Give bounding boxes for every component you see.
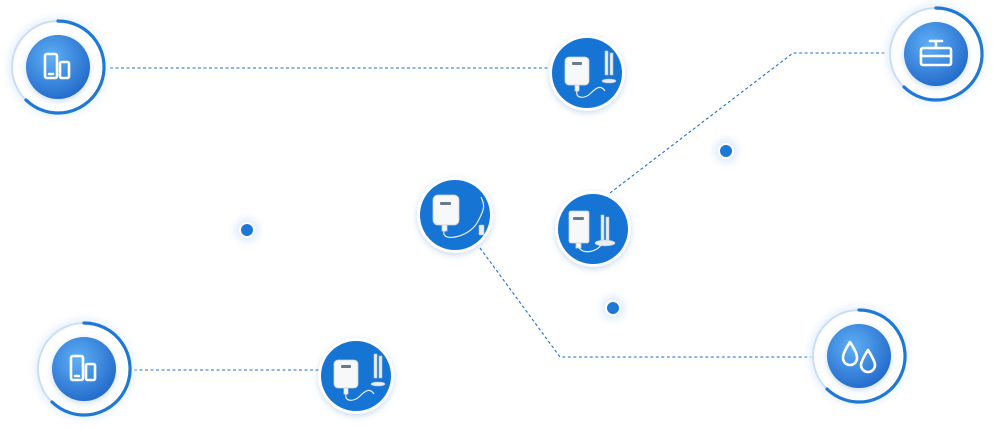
phone-tablet-icon — [43, 52, 71, 80]
pipe-valve-icon — [919, 39, 953, 67]
device-center — [417, 177, 493, 253]
connectors — [110, 52, 886, 371]
hub-top-left — [8, 17, 108, 117]
phone-tablet-icon — [69, 354, 97, 382]
sensor-with-cable-icon — [432, 194, 485, 239]
sensor-with-stand-icon — [568, 210, 616, 253]
hub-bottom-right — [809, 306, 909, 406]
sensor-with-probe-icon — [564, 50, 617, 98]
device-right — [555, 191, 631, 267]
hub-top-right — [886, 4, 986, 104]
marker-upper-right — [714, 139, 738, 163]
marker-lower-center — [601, 296, 625, 320]
hub-bottom-left — [34, 319, 134, 419]
water-drops-icon — [841, 340, 877, 374]
connector-device-center-to-hub-bottom-right — [479, 247, 812, 358]
device-top — [549, 35, 625, 111]
sensor-with-probe-icon — [333, 353, 386, 401]
marker-left — [235, 218, 259, 242]
device-bottom — [318, 338, 394, 414]
connector-device-right-to-hub-top-right — [609, 52, 886, 194]
